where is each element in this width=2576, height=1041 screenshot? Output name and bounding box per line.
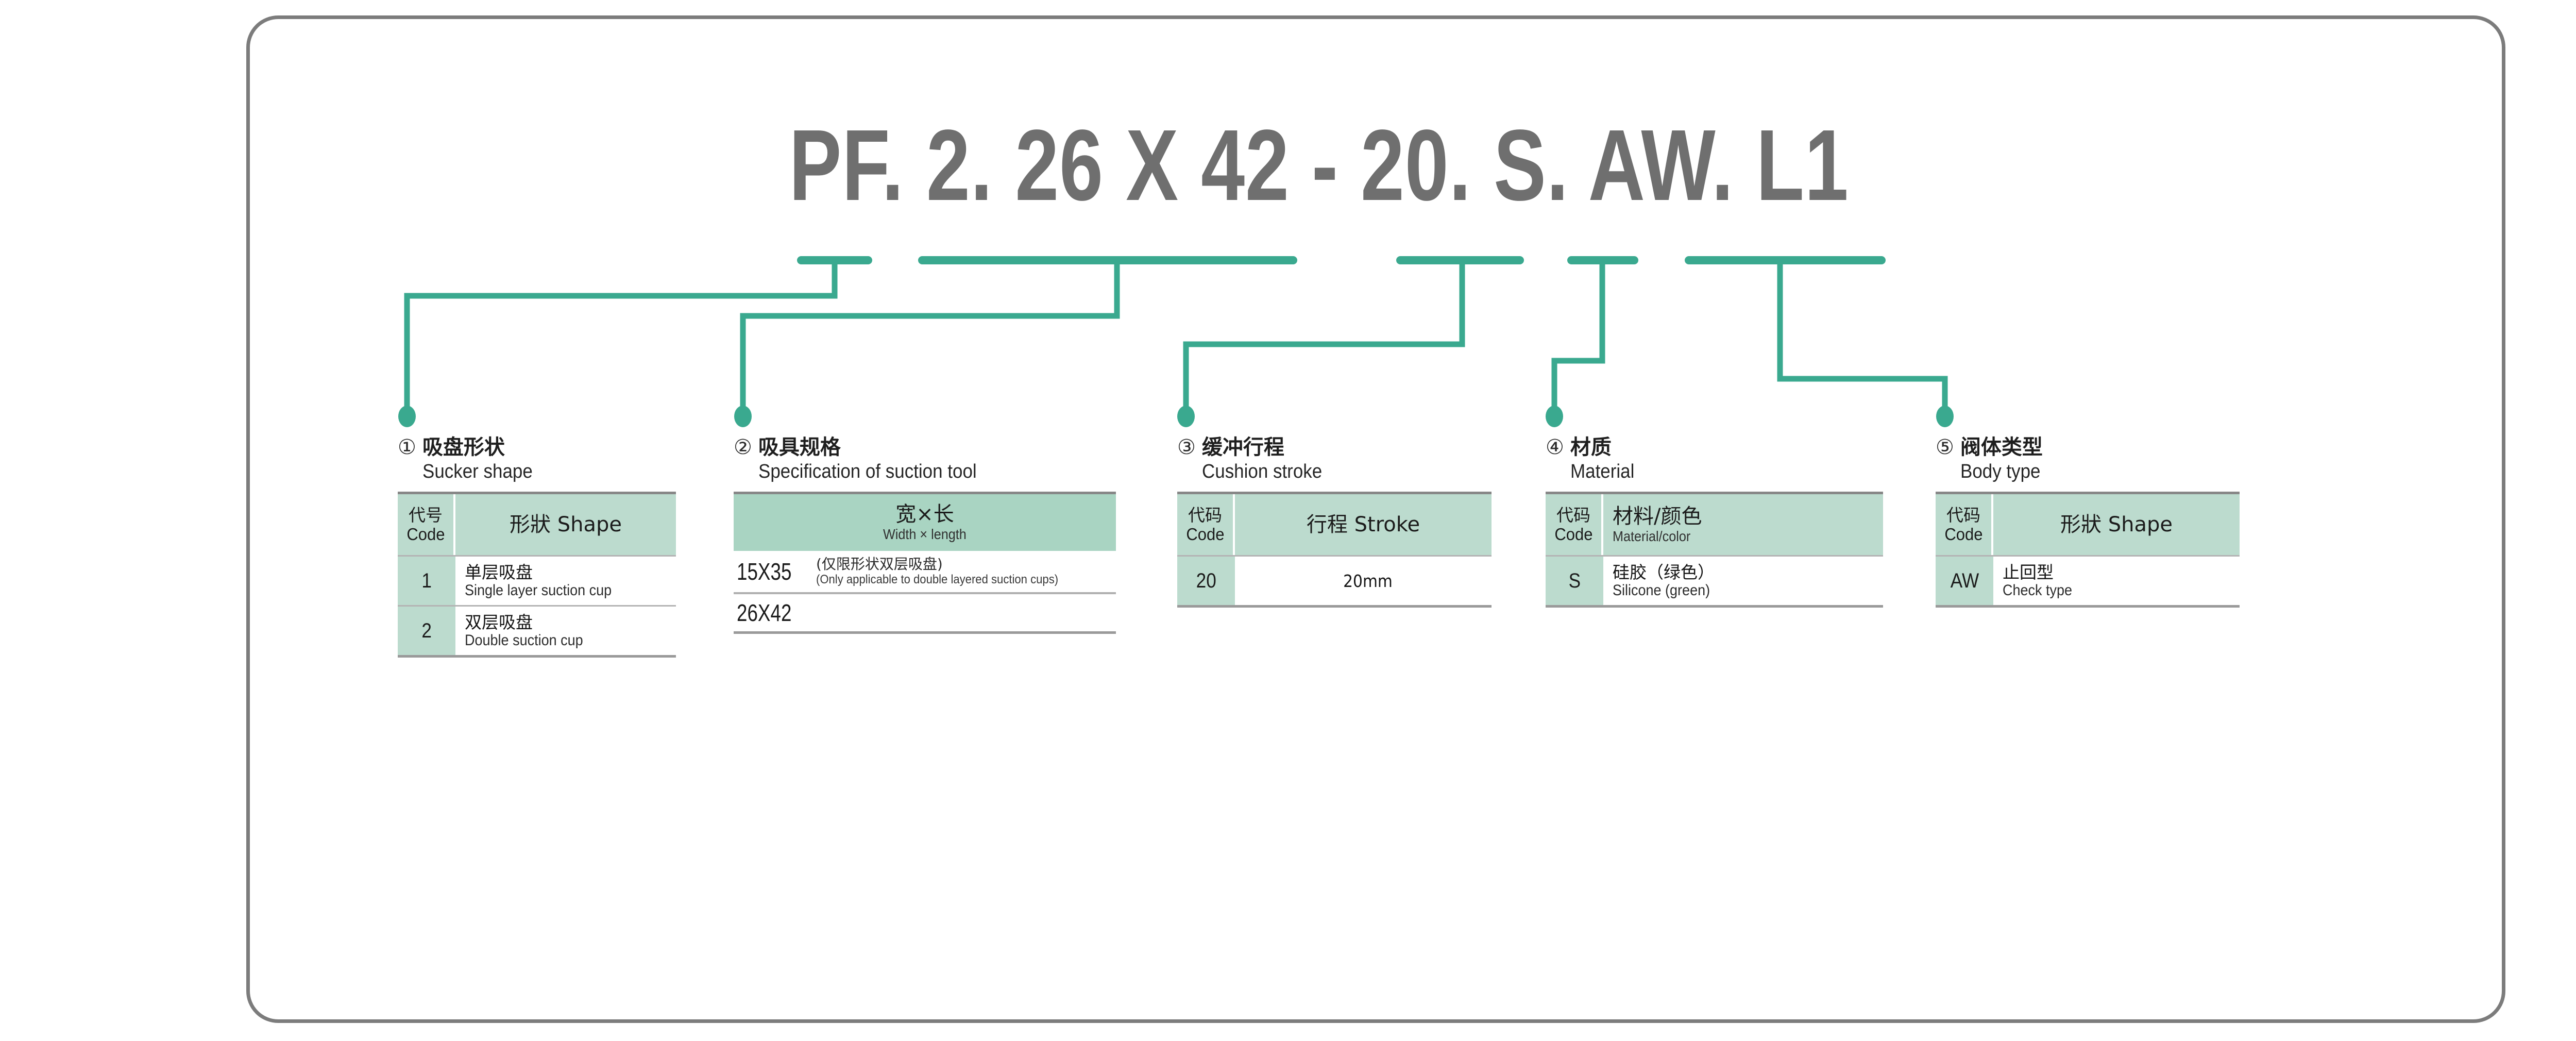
spec-header-cn: 宽×长 (895, 502, 954, 526)
section-cushion-stroke: ③ 缓冲行程 Cushion stroke 代码 Code 行程 Stroke (1177, 435, 1492, 608)
section-2-heading: ② 吸具规格 Specification of suction tool (734, 435, 1116, 483)
section-3-title-cn: 缓冲行程 (1201, 435, 1284, 459)
circled-number-2-icon: ② (734, 435, 752, 459)
section-1-heading: ① 吸盘形状 Sucker shape (398, 435, 676, 483)
header-desc-cell: 材料/颜色 Material/color (1603, 494, 1883, 555)
header-code-cell: 代码 Code (1177, 494, 1235, 555)
header-code-en: Code (1944, 524, 1983, 544)
suction-tool-spec-table: 宽×长 Width × length 15X35 (仅限形状双层吸盘) (Onl… (734, 492, 1116, 634)
table-row[interactable]: AW 止回型 Check type (1936, 555, 2240, 605)
header-code-cell: 代码 Code (1546, 494, 1603, 555)
header-desc-label: 形狀 Shape (2060, 513, 2173, 536)
header-desc-label: 形狀 Shape (510, 513, 622, 536)
section-material: ④ 材质 Material 代码 Code 材料/颜色 Material/col… (1546, 435, 1883, 608)
table-row[interactable]: 20 20mm (1177, 555, 1492, 605)
header-code-en: Code (1185, 524, 1225, 544)
section-sucker-shape: ① 吸盘形状 Sucker shape 代号 Code 形狀 Shape 1 (398, 435, 676, 658)
section-2-title-en: Specification of suction tool (758, 461, 977, 482)
row-desc-cn: 止回型 (2003, 562, 2054, 582)
row-desc-en: Check type (2003, 581, 2073, 599)
circled-number-5-icon: ⑤ (1936, 435, 1954, 459)
table-header-row: 代码 Code 材料/颜色 Material/color (1546, 494, 1883, 555)
header-desc-en: Material/color (1613, 528, 1691, 544)
table-row[interactable]: S 硅胶（绿色） Silicone (green) (1546, 555, 1883, 605)
spec-size-value: 15X35 (737, 558, 792, 585)
header-code-en: Code (1554, 524, 1593, 544)
material-table: 代码 Code 材料/颜色 Material/color S 硅胶（绿色） Si… (1546, 492, 1883, 608)
row-desc-cell: 双层吸盘 Double suction cup (455, 607, 676, 655)
row-desc-cell: 单层吸盘 Single layer suction cup (455, 557, 676, 605)
row-desc-en: Double suction cup (465, 631, 583, 649)
section-3-heading: ③ 缓冲行程 Cushion stroke (1177, 435, 1492, 483)
row-code-cell: S (1546, 557, 1603, 605)
section-body-type: ⑤ 阀体类型 Body type 代码 Code 形狀 Shape AW (1936, 435, 2240, 608)
section-5-heading: ⑤ 阀体类型 Body type (1936, 435, 2240, 483)
section-5-title-cn: 阀体类型 (1960, 435, 2043, 459)
section-4-title-cn: 材质 (1570, 435, 1612, 459)
row-desc-cell: 20mm (1235, 557, 1492, 605)
row-code-value: 20 (1196, 569, 1216, 592)
row-desc-en: Silicone (green) (1613, 581, 1710, 599)
spec-size-value: 26X42 (737, 599, 792, 626)
section-4-heading: ④ 材质 Material (1546, 435, 1883, 483)
cushion-stroke-table: 代码 Code 行程 Stroke 20 20mm (1177, 492, 1492, 608)
table-header-row: 代码 Code 形狀 Shape (1936, 494, 2240, 555)
table-row[interactable]: 1 单层吸盘 Single layer suction cup (398, 555, 676, 605)
header-desc-label: 行程 Stroke (1306, 513, 1420, 536)
row-desc-cn: 20mm (1343, 570, 1393, 591)
header-desc-cell: 形狀 Shape (1993, 494, 2240, 555)
row-code-value: S (1568, 569, 1581, 592)
row-code-cell: 2 (398, 607, 455, 655)
section-3-title-en: Cushion stroke (1201, 461, 1323, 482)
spec-header: 宽×长 Width × length (734, 492, 1116, 551)
section-4-title-en: Material (1570, 461, 1635, 482)
row-code-value: AW (1950, 569, 1979, 592)
header-code-cell: 代号 Code (398, 494, 455, 555)
table-header-row: 代码 Code 行程 Stroke (1177, 494, 1492, 555)
product-code-text: PF. 2. 26 X 42 - 20. S. AW. L1 (789, 109, 1849, 222)
row-desc-cn: 单层吸盘 (465, 562, 533, 582)
spec-note-cn: (仅限形状双层吸盘) (816, 556, 943, 573)
section-1-title-cn: 吸盘形状 (422, 435, 505, 459)
row-code-value: 2 (421, 619, 432, 642)
header-desc-cell: 行程 Stroke (1235, 494, 1492, 555)
section-1-title-en: Sucker shape (422, 461, 533, 482)
sucker-shape-table: 代号 Code 形狀 Shape 1 单层吸盘 Single layer suc… (398, 492, 676, 658)
table-header-row: 代号 Code 形狀 Shape (398, 494, 676, 555)
row-code-value: 1 (421, 569, 432, 592)
header-code-cn: 代号 (409, 505, 443, 525)
header-code-cn: 代码 (1556, 505, 1590, 525)
row-code-cell: AW (1936, 557, 1993, 605)
row-desc-cn: 硅胶（绿色） (1613, 562, 1715, 582)
header-desc-cell: 形狀 Shape (455, 494, 676, 555)
row-desc-en: Single layer suction cup (465, 581, 612, 599)
section-2-title-cn: 吸具规格 (758, 435, 841, 459)
row-desc-cell: 硅胶（绿色） Silicone (green) (1603, 557, 1883, 605)
circled-number-4-icon: ④ (1546, 435, 1564, 459)
section-5-title-en: Body type (1960, 461, 2041, 482)
section-suction-tool-spec: ② 吸具规格 Specification of suction tool 宽×长… (734, 435, 1116, 634)
circled-number-1-icon: ① (398, 435, 416, 459)
header-code-cell: 代码 Code (1936, 494, 1993, 555)
header-code-cn: 代码 (1188, 505, 1222, 525)
header-code-en: Code (406, 524, 445, 544)
header-desc-cn: 材料/颜色 (1613, 505, 1702, 528)
spec-note-en: (Only applicable to double layered sucti… (816, 573, 1059, 586)
spec-row[interactable]: 15X35 (仅限形状双层吸盘) (Only applicable to dou… (734, 551, 1116, 592)
row-desc-cell: 止回型 Check type (1993, 557, 2240, 605)
circled-number-3-icon: ③ (1177, 435, 1196, 459)
table-row[interactable]: 2 双层吸盘 Double suction cup (398, 605, 676, 655)
spec-row[interactable]: 26X42 (734, 592, 1116, 631)
row-desc-cn: 双层吸盘 (465, 612, 533, 632)
body-type-table: 代码 Code 形狀 Shape AW 止回型 Check type (1936, 492, 2240, 608)
row-code-cell: 20 (1177, 557, 1235, 605)
row-code-cell: 1 (398, 557, 455, 605)
spec-header-en: Width × length (883, 526, 967, 542)
header-code-cn: 代码 (1946, 505, 1980, 525)
